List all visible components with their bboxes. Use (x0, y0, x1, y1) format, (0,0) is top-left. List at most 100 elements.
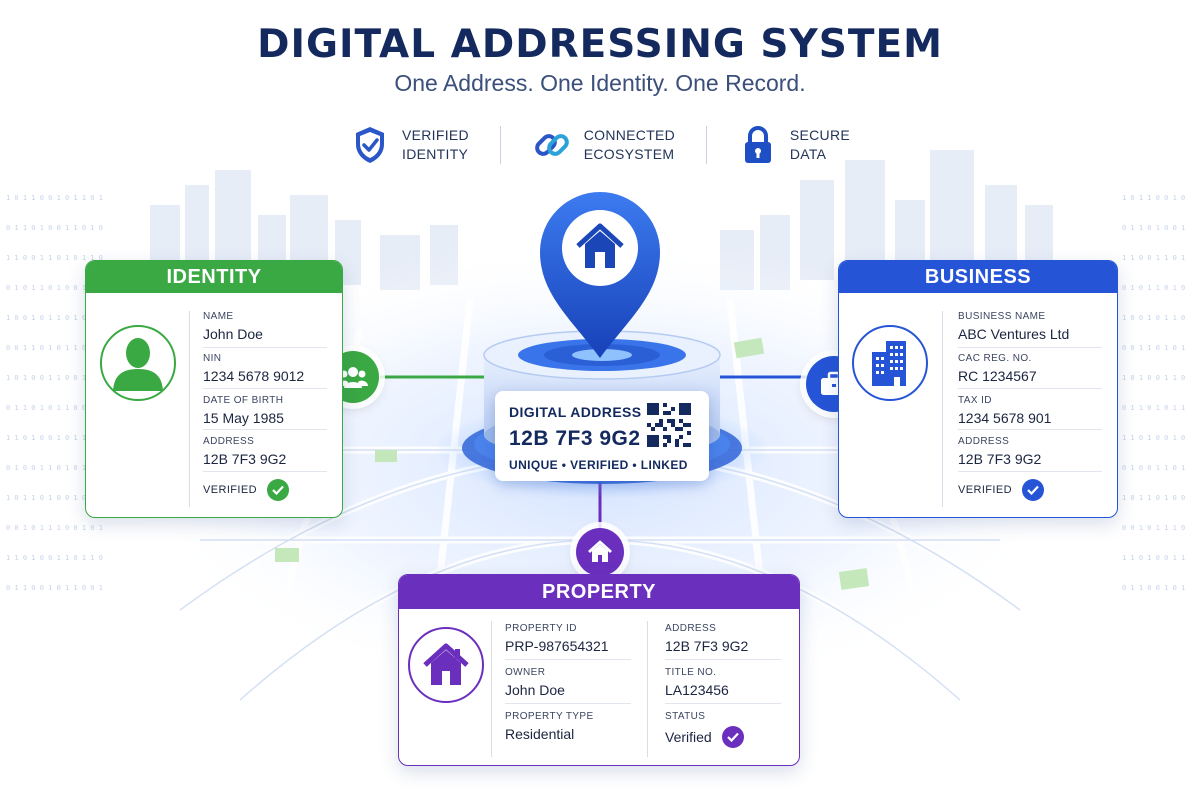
field-value: PRP-987654321 (505, 638, 609, 654)
field-value: LA123456 (665, 682, 729, 698)
svg-text:1 1 0 1 0 0 1 1 0 1 1 0: 1 1 0 1 0 0 1 1 0 1 1 0 (6, 554, 103, 562)
property-node (576, 528, 624, 576)
qr-code-icon (647, 403, 691, 447)
feature-divider (499, 126, 501, 164)
svg-text:1 1 0 1 0 0 1 1: 1 1 0 1 0 0 1 1 (1122, 554, 1185, 562)
field-value: 15 May 1985 (203, 410, 284, 426)
property-logo (408, 627, 484, 703)
checkmark-icon (721, 726, 744, 748)
field-value: ABC Ventures Ltd (958, 326, 1070, 342)
business-field: ADDRESS 12B 7F3 9G2 (958, 436, 1041, 467)
feature-line1: CONNECTED (583, 127, 676, 143)
svg-text:0 0 1 0 1 1 1 0: 0 0 1 0 1 1 1 0 (1122, 524, 1185, 532)
svg-text:1 1 0 1 0 0 1 0 1 1 0 1: 1 1 0 1 0 0 1 0 1 1 0 1 (6, 434, 103, 442)
field-value: 12B 7F3 9G2 (665, 638, 749, 654)
property-card: PROPERTY PROPERTY ID PRP-987654321 OWNER… (398, 574, 800, 766)
feature-line2: ECOSYSTEM (583, 146, 675, 162)
business-logo (852, 325, 928, 401)
field-value: 1234 5678 9012 (203, 368, 305, 384)
svg-text:1 0 1 0 0 1 1 0 0 1 1 0: 1 0 1 0 0 1 1 0 0 1 1 0 (6, 374, 103, 382)
field-label: BUSINESS NAME (958, 311, 1046, 322)
svg-text:1 1 0 0 1 1 0 1: 1 1 0 0 1 1 0 1 (1122, 254, 1185, 262)
property-field: ADDRESS 12B 7F3 9G2 (665, 623, 748, 654)
avatar (100, 325, 176, 401)
field-value: 1234 5678 901 (958, 410, 1052, 426)
svg-text:0 1 1 0 1 0 0 1 1 0 1 0: 0 1 1 0 1 0 0 1 1 0 1 0 (6, 224, 103, 232)
page-subtitle: One Address. One Identity. One Record. (394, 70, 806, 96)
field-label: ADDRESS (665, 623, 717, 634)
svg-text:0 1 0 0 1 1 0 1 0 1 0 0: 0 1 0 0 1 1 0 1 0 1 0 0 (6, 464, 103, 472)
property-status-field: STATUS Verified (665, 711, 744, 748)
feature-divider (705, 126, 707, 164)
field-label: NAME (203, 311, 234, 322)
identity-field: ADDRESS 12B 7F3 9G2 (203, 436, 286, 467)
svg-text:1 1 0 1 0 0 1 0: 1 1 0 1 0 0 1 0 (1122, 434, 1185, 442)
identity-status: VERIFIED (203, 479, 289, 501)
svg-text:0 1 1 0 1 0 1 1 0 0 1 0: 0 1 1 0 1 0 1 1 0 0 1 0 (6, 404, 103, 412)
feature-connected-ecosystem: CONNECTED ECOSYSTEM (532, 124, 675, 166)
svg-text:1 0 0 1 0 1 1 0: 1 0 0 1 0 1 1 0 (1122, 314, 1185, 322)
business-card: BUSINESS BUSINESS NAME ABC Ventures Ltd … (838, 260, 1118, 518)
business-field: TAX ID 1234 5678 901 (958, 395, 1051, 426)
identity-card: IDENTITY NAME John Doe NIN 1234 5678 901… (85, 260, 343, 518)
property-card-title: PROPERTY (399, 575, 799, 609)
business-field: BUSINESS NAME ABC Ventures Ltd (958, 311, 1069, 342)
svg-text:0 0 1 0 1 1 1 0 0 1 0 1: 0 0 1 0 1 1 1 0 0 1 0 1 (6, 524, 103, 532)
identity-field: NAME John Doe (203, 311, 263, 342)
field-label: TITLE NO. (665, 667, 717, 678)
svg-text:1 0 1 1 0 1 0 0 1 0 1 1: 1 0 1 1 0 1 0 0 1 0 1 1 (6, 494, 103, 502)
chain-link-icon (532, 124, 572, 166)
business-field: CAC REG. NO. RC 1234567 (958, 353, 1037, 384)
svg-text:0 1 1 0 1 0 1 1: 0 1 1 0 1 0 1 1 (1122, 404, 1185, 412)
svg-text:0 1 1 0 0 1 0 1: 0 1 1 0 0 1 0 1 (1122, 584, 1185, 592)
status-label: VERIFIED (958, 484, 1012, 496)
svg-text:1 0 1 0 0 1 1 0: 1 0 1 0 0 1 1 0 (1122, 374, 1185, 382)
field-label: ADDRESS (203, 436, 255, 447)
business-card-title: BUSINESS (839, 261, 1117, 293)
feature-line1: VERIFIED (402, 127, 469, 143)
field-value: John Doe (203, 326, 263, 342)
house-icon (576, 223, 624, 268)
svg-text:1 0 1 1 0 0 1 0 1 1 0 1: 1 0 1 1 0 0 1 0 1 1 0 1 (6, 194, 103, 202)
checkmark-icon (266, 479, 289, 501)
digital-address-tagline: UNIQUE • VERIFIED • LINKED (509, 458, 688, 472)
svg-text:0 1 1 0 1 0 0 1: 0 1 1 0 1 0 0 1 (1122, 224, 1185, 232)
property-field: PROPERTY TYPE Residential (505, 711, 594, 742)
feature-verified-identity: VERIFIED IDENTITY (350, 124, 469, 166)
house-icon (588, 540, 612, 562)
svg-text:0 1 0 1 1 0 1 0: 0 1 0 1 1 0 1 0 (1122, 284, 1185, 292)
field-value: 12B 7F3 9G2 (203, 451, 287, 467)
status-label: VERIFIED (203, 484, 257, 496)
identity-field: DATE OF BIRTH 15 May 1985 (203, 395, 284, 426)
field-label: OWNER (505, 667, 546, 678)
field-label: ADDRESS (958, 436, 1010, 447)
svg-text:0 1 0 1 1 0 1 0 0 1 0 1: 0 1 0 1 1 0 1 0 0 1 0 1 (6, 284, 103, 292)
property-field: TITLE NO. LA123456 (665, 667, 729, 698)
field-value: Verified (665, 729, 712, 745)
field-label: STATUS (665, 711, 706, 722)
svg-text:0 1 1 0 0 1 0 1 1 0 0 1: 0 1 1 0 0 1 0 1 1 0 0 1 (6, 584, 103, 592)
feature-bar: VERIFIED IDENTITY CONNECTED ECOSYSTEM (350, 122, 850, 168)
field-label: NIN (203, 353, 222, 364)
identity-card-title: IDENTITY (86, 261, 342, 293)
field-value: 12B 7F3 9G2 (958, 451, 1042, 467)
feature-line1: SECURE (789, 127, 850, 143)
field-value: RC 1234567 (958, 368, 1037, 384)
field-label: PROPERTY TYPE (505, 711, 594, 722)
padlock-icon (738, 124, 778, 166)
feature-line2: DATA (789, 146, 827, 162)
svg-text:0 1 0 0 1 1 0 1: 0 1 0 0 1 1 0 1 (1122, 464, 1185, 472)
svg-text:0 0 1 1 0 1 0 1 1 0 1 1: 0 0 1 1 0 1 0 1 1 0 1 1 (6, 344, 103, 352)
office-building-icon (872, 341, 906, 386)
page-title: DIGITAL ADDRESSING SYSTEM (257, 22, 943, 67)
svg-text:1 0 0 1 0 1 1 0 1 0 0 1: 1 0 0 1 0 1 1 0 1 0 0 1 (6, 314, 103, 322)
digital-address-code: 12B 7F3 9G2 (509, 427, 641, 450)
field-label: DATE OF BIRTH (203, 395, 284, 406)
feature-secure-data: SECURE DATA (738, 124, 850, 166)
svg-text:1 0 1 1 0 0 1 0: 1 0 1 1 0 0 1 0 (1122, 194, 1185, 202)
shield-check-icon (350, 124, 390, 166)
person-silhouette-icon (113, 338, 163, 391)
identity-field: NIN 1234 5678 9012 (203, 353, 304, 384)
svg-text:0 0 1 1 0 1 0 1: 0 0 1 1 0 1 0 1 (1122, 344, 1185, 352)
svg-text:1 0 1 1 0 1 0 0: 1 0 1 1 0 1 0 0 (1122, 494, 1185, 502)
